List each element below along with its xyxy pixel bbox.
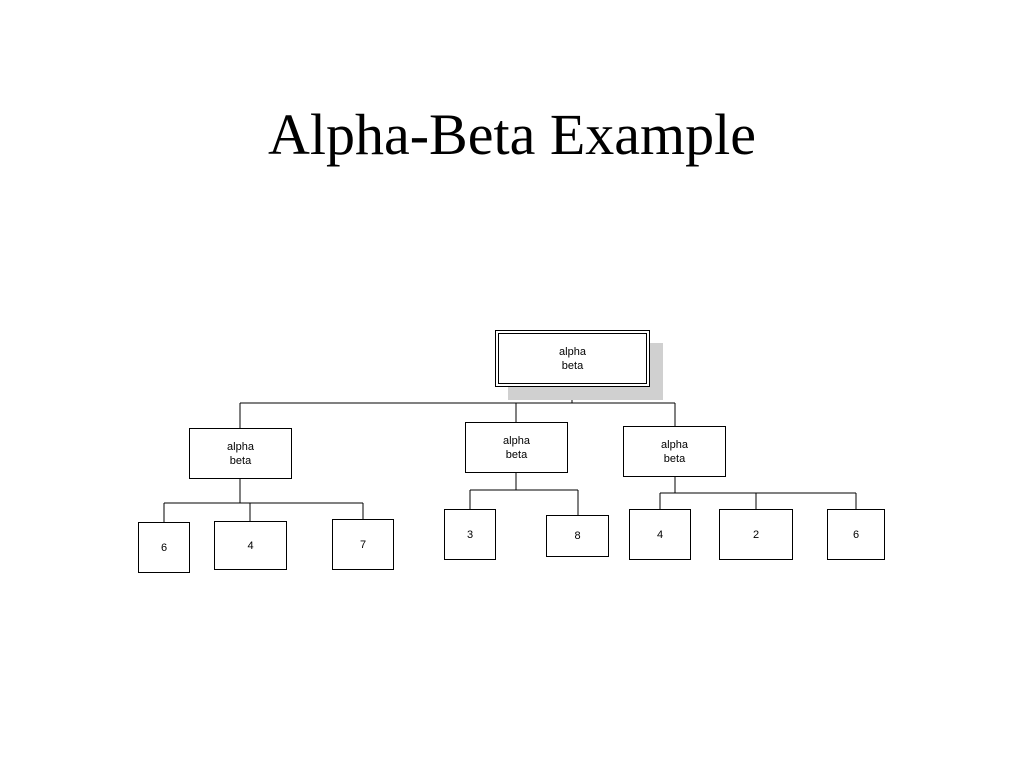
- leaf-value: 2: [752, 528, 760, 541]
- leaf-node: 6: [138, 522, 190, 573]
- root-node: alpha beta: [495, 330, 650, 387]
- child-node-1: alpha beta: [189, 428, 292, 479]
- root-node-inner: alpha beta: [498, 333, 647, 384]
- child-node-2: alpha beta: [465, 422, 568, 473]
- leaf-value: 3: [466, 528, 474, 541]
- child-1-alpha-label: alpha: [227, 440, 254, 453]
- leaf-node: 4: [214, 521, 287, 570]
- child-2-alpha-label: alpha: [503, 434, 530, 447]
- leaf-value: 4: [247, 539, 254, 552]
- leaf-value: 4: [656, 528, 664, 541]
- leaf-node: 7: [332, 519, 394, 570]
- child-1-beta-label: beta: [229, 454, 252, 467]
- leaf-node: 3: [444, 509, 496, 560]
- leaf-node: 8: [546, 515, 609, 557]
- leaf-value: 6: [852, 528, 860, 541]
- root-beta-label: beta: [561, 359, 584, 372]
- leaf-node: 6: [827, 509, 885, 560]
- child-2-beta-label: beta: [505, 448, 528, 461]
- leaf-value: 6: [160, 541, 168, 554]
- slide-title: Alpha-Beta Example: [268, 102, 756, 167]
- leaf-node: 4: [629, 509, 691, 560]
- root-alpha-label: alpha: [559, 345, 586, 358]
- child-node-3: alpha beta: [623, 426, 726, 477]
- child-3-beta-label: beta: [663, 452, 686, 465]
- leaf-node: 2: [719, 509, 793, 560]
- child-3-alpha-label: alpha: [661, 438, 688, 451]
- leaf-value: 8: [574, 530, 581, 542]
- leaf-value: 7: [359, 538, 367, 551]
